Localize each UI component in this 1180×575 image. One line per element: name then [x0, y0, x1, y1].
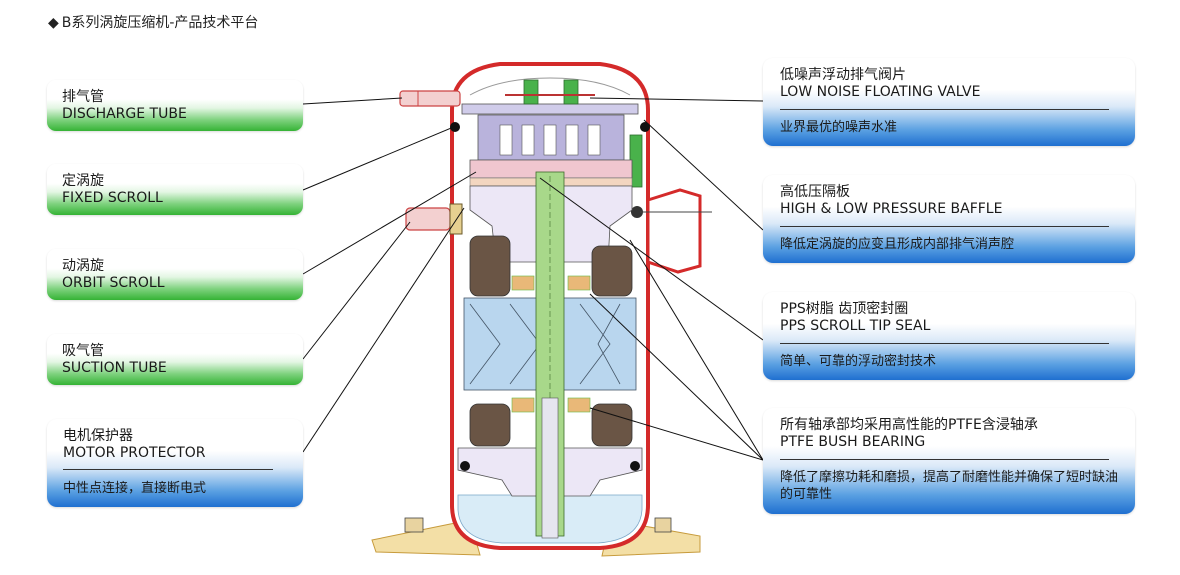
callout-divider — [63, 469, 273, 470]
callout-en: LOW NOISE FLOATING VALVE — [780, 84, 981, 100]
callout-cn: 所有轴承部均采用高性能的PTFE含浸轴承 — [780, 417, 1038, 433]
terminal-box — [631, 188, 712, 274]
callout-fixed-scroll: 定涡旋 FIXED SCROLL — [47, 164, 303, 215]
callout-cn: 低噪声浮动排气阀片 — [780, 67, 906, 83]
page-title: ◆B系列涡旋压缩机-产品技术平台 — [48, 12, 258, 32]
callout-cn: 定涡旋 — [62, 173, 104, 189]
callout-cn: 高低压隔板 — [780, 184, 850, 200]
callout-cn: 电机保护器 — [63, 428, 133, 444]
callout-desc: 降低定涡旋的应变且形成内部排气消声腔 — [780, 237, 1015, 252]
pressure-baffle — [450, 103, 650, 132]
callout-pressure-baffle: 高低压隔板 HIGH & LOW PRESSURE BAFFLE 降低定涡旋的应… — [763, 175, 1135, 263]
callout-desc: 简单、可靠的浮动密封技术 — [780, 354, 937, 369]
callout-divider — [780, 343, 1109, 344]
callout-divider — [780, 226, 1109, 227]
callout-cn: 动涡旋 — [62, 258, 104, 274]
callout-tip-seal: PPS树脂 齿顶密封圈 PPS SCROLL TIP SEAL 简单、可靠的浮动… — [763, 292, 1135, 380]
callout-desc: 业界最优的噪声水准 — [780, 120, 898, 135]
leader-lines-right — [539, 97, 764, 461]
mounting-base — [371, 517, 701, 557]
discharge-tube — [399, 90, 461, 107]
callout-divider — [780, 109, 1109, 110]
callout-orbit-scroll: 动涡旋 ORBIT SCROLL — [47, 249, 303, 300]
callout-desc: 中性点连接，直接断电式 — [63, 481, 207, 496]
page-title-text: B系列涡旋压缩机-产品技术平台 — [61, 15, 259, 31]
floating-valve — [505, 79, 595, 105]
callout-suction-tube: 吸气管 SUCTION TUBE — [47, 334, 303, 385]
diamond-bullet-icon: ◆ — [48, 15, 59, 31]
callout-en: MOTOR PROTECTOR — [63, 445, 206, 461]
callout-en: DISCHARGE TUBE — [62, 106, 187, 122]
callout-en: HIGH & LOW PRESSURE BAFFLE — [780, 201, 1003, 217]
coil-end-turns — [469, 235, 633, 447]
suction-tube — [405, 203, 463, 235]
callout-cn: 排气管 — [62, 89, 104, 105]
callout-cn: 吸气管 — [62, 343, 104, 359]
callout-en: SUCTION TUBE — [62, 360, 167, 376]
callout-cn: PPS树脂 齿顶密封圈 — [780, 301, 909, 317]
fixed-scroll — [477, 114, 643, 188]
leader-lines-left — [302, 97, 477, 453]
callout-divider — [780, 459, 1109, 460]
callout-en: FIXED SCROLL — [62, 190, 163, 206]
crankshaft — [535, 171, 565, 539]
callout-desc: 降低了摩擦功耗和磨损，提高了耐磨性能并确保了短时缺油的可靠性 — [780, 470, 1119, 502]
bush-bearings — [511, 275, 591, 413]
callout-bush-bearing: 所有轴承部均采用高性能的PTFE含浸轴承 PTFE BUSH BEARING 降… — [763, 408, 1135, 514]
callout-low-noise-valve: 低噪声浮动排气阀片 LOW NOISE FLOATING VALVE 业界最优的… — [763, 58, 1135, 146]
callout-en: PPS SCROLL TIP SEAL — [780, 318, 931, 334]
callout-discharge-tube: 排气管 DISCHARGE TUBE — [47, 80, 303, 131]
callout-en: PTFE BUSH BEARING — [780, 434, 926, 450]
callout-motor-protector: 电机保护器 MOTOR PROTECTOR 中性点连接，直接断电式 — [47, 419, 303, 507]
callout-en: ORBIT SCROLL — [62, 275, 165, 291]
